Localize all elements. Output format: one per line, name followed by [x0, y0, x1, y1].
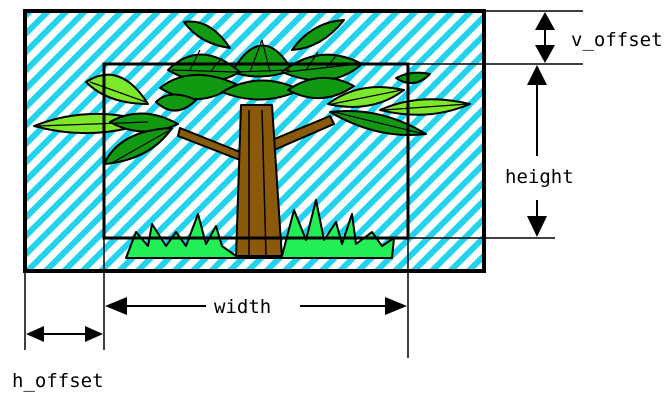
- width-label: width: [214, 296, 271, 318]
- arrow-right-icon: [385, 297, 407, 315]
- arrow-down-icon: [527, 216, 547, 237]
- leaf: [103, 127, 173, 165]
- leaf: [155, 93, 197, 112]
- height-label: height: [505, 166, 574, 188]
- arrow-up-icon: [527, 65, 547, 85]
- arrow-left-icon: [105, 297, 127, 315]
- v-offset-dimension: [535, 12, 555, 63]
- inner-frame: [102, 62, 410, 240]
- h-offset-dimension: [26, 326, 103, 342]
- tree-illustration: [33, 19, 471, 259]
- leaf: [183, 20, 231, 49]
- v-offset-label: v_offset: [571, 29, 663, 51]
- grass: [125, 199, 395, 259]
- leaf: [395, 71, 431, 85]
- arrow-up-icon: [535, 45, 555, 63]
- h-offset-label: h_offset: [12, 370, 104, 392]
- height-dimension: [527, 65, 547, 237]
- leaf: [287, 76, 355, 100]
- leaf: [291, 19, 345, 51]
- arrow-left-icon: [26, 326, 44, 342]
- guide-lines: [24, 10, 583, 358]
- width-dimension: [105, 297, 407, 315]
- arrow-down-icon: [535, 12, 555, 30]
- arrow-right-icon: [85, 326, 103, 342]
